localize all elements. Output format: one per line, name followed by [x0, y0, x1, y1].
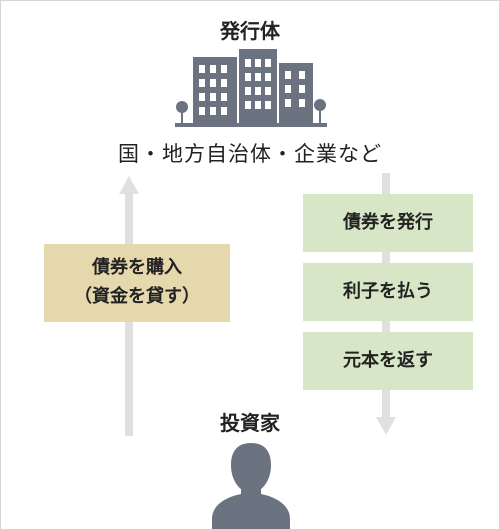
office-buildings-icon	[175, 49, 327, 127]
issuer-subtitle: 国・地方自治体・企業など	[118, 142, 382, 166]
repay-principal-box: 元本を返す	[303, 332, 473, 390]
pay-interest-box: 利子を払う	[303, 263, 473, 321]
issuer-title: 発行体	[220, 19, 280, 43]
lend-funds-label: （資金を貸す）	[74, 286, 200, 307]
repay-principal-label: 元本を返す	[343, 349, 433, 371]
person-icon	[212, 443, 290, 529]
issue-bonds-box: 債券を発行	[303, 194, 473, 252]
investor-title: 投資家	[220, 411, 280, 435]
purchase-bonds-label: 債券を購入	[92, 257, 182, 279]
issue-bonds-label: 債券を発行	[343, 211, 433, 233]
pay-interest-label: 利子を払う	[343, 280, 433, 302]
purchase-bonds-box: 債券を購入 （資金を貸す）	[44, 244, 230, 322]
